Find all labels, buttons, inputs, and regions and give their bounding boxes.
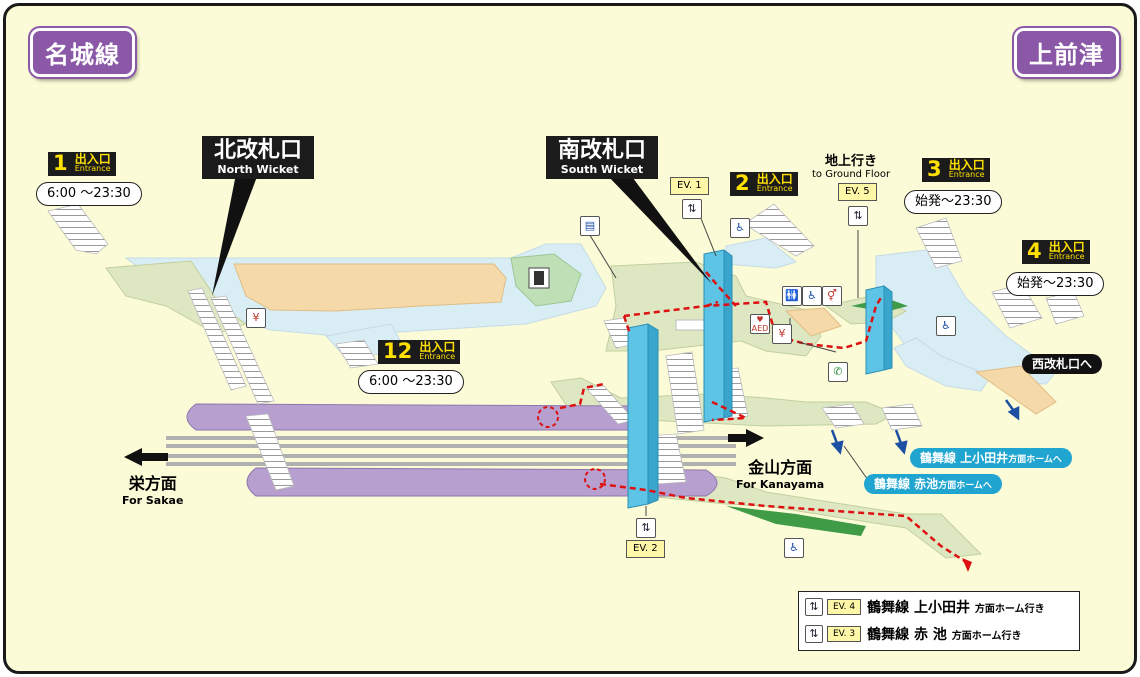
kanayama-arrow-icon [728,429,764,447]
to-ground-floor-label: 地上行き to Ground Floor [812,150,890,180]
sakae-direction-label: 栄方面 For Sakae [122,470,183,507]
elevator-5-tag: EV. 5 [838,183,877,201]
elevator-icon: ⇅ [805,625,823,643]
kamiotai-link-main: 鶴舞線 上小田井 [920,451,1009,465]
entrance-12-en: Entrance [419,352,456,361]
wicket-callout-tails [212,174,712,296]
accessible-toilet-icon: ♿ [802,286,822,306]
ticket-machine-icon: ▤ [580,216,600,236]
legend-ev3-main: 鶴舞線 赤 池 [867,627,947,643]
sakae-direction-jp: 栄方面 [128,474,177,493]
akaike-platform-link[interactable]: 鶴舞線 赤池方面ホームへ [864,474,1002,494]
north-wicket-jp: 北改札口 [213,138,302,163]
platforms [186,403,718,497]
train-direction-arrows [124,429,764,466]
entrance-1-number: 1 [53,151,68,175]
elevator-1-tag: EV. 1 [670,177,709,195]
kanayama-direction-en: For Kanayama [736,478,825,491]
ground-floor-jp: 地上行き [825,154,878,169]
sakae-arrow-icon [124,448,168,466]
legend-row-ev4: ⇅ EV. 4 鶴舞線 上小田井 方面ホーム行き [805,595,1045,619]
entrance-3-en: Entrance [948,170,985,179]
entrance-3-hours: 始発〜23:30 [904,190,1003,214]
stairways [47,203,1085,491]
station-name-badge: 上前津 [1014,28,1119,77]
elevator-legend: ⇅ EV. 4 鶴舞線 上小田井 方面ホーム行き ⇅ EV. 3 鶴舞線 赤 池… [798,591,1080,651]
entrance-4-number: 4 [1027,239,1042,263]
legend-ev4-text: 鶴舞線 上小田井 方面ホーム行き [867,597,1044,617]
aed-label: AED [751,324,769,333]
legend-ev4-small: 方面ホーム行き [974,604,1045,615]
multipurpose-toilet-icon: ⚥ [822,286,842,306]
elevator-icon: ⇅ [848,206,868,226]
legend-ev3-small: 方面ホーム行き [951,631,1022,642]
entrance-3-jp: 出入口 [948,158,985,172]
south-wicket-label: 南改札口 South Wicket [546,136,658,179]
entrance-1-en: Entrance [74,164,111,173]
north-wicket-en: North Wicket [217,163,299,176]
entrance-2-jp: 出入口 [756,172,793,186]
entrance-4-jp: 出入口 [1048,240,1085,254]
legend-row-ev3: ⇅ EV. 3 鶴舞線 赤 池 方面ホーム行き [805,622,1021,646]
phone-icon: ✆ [828,362,848,382]
kanayama-direction-label: 金山方面 For Kanayama [736,454,824,491]
west-wicket-link[interactable]: 西改札口へ [1022,354,1103,374]
kamiotai-link-small: 方面ホームへ [1008,455,1062,465]
legend-ev4-main: 鶴舞線 上小田井 [867,600,971,616]
sakae-direction-en: For Sakae [122,494,184,507]
escalator-wheelchair-icon: ♿ [784,538,804,558]
south-wicket-en: South Wicket [560,163,644,176]
entrance-2-number: 2 [735,171,750,195]
akaike-link-main: 鶴舞線 赤池 [874,477,939,491]
entrance-1-hours: 6:00 〜23:30 [36,182,142,206]
ticket-gate-areas [233,263,1057,415]
entrance-4-en: Entrance [1048,252,1085,261]
fare-adjustment-icon: ¥ [772,324,792,344]
legend-ev3-tag: EV. 3 [827,626,862,642]
entrance-12-number: 12 [383,339,413,363]
aed-icon: ♥AED [750,314,770,334]
entrance-1-jp: 出入口 [74,152,111,166]
line-name-badge: 名城線 [30,28,135,77]
elevator-icon: ⇅ [636,518,656,538]
ground-floor-en: to Ground Floor [812,169,891,180]
entrance-4-hours: 始発〜23:30 [1006,272,1105,296]
route-end-arrow-icon [962,558,972,572]
kanayama-direction-jp: 金山方面 [748,458,813,477]
elevator-2-tag: EV. 2 [626,540,665,558]
entrance-12-jp: 出入口 [419,340,456,354]
legend-ev3-text: 鶴舞線 赤 池 方面ホーム行き [867,624,1021,644]
entrance-2-en: Entrance [756,184,793,193]
south-wicket-jp: 南改札口 [557,138,646,163]
barrier-free-route [559,271,967,564]
fare-adjustment-icon: ¥ [246,308,266,328]
map-frame: 名城線 上前津 北改札口 North Wicket 南改札口 South Wic… [3,3,1137,674]
escalator-wheelchair-icon: ♿ [936,316,956,336]
north-wicket-label: 北改札口 North Wicket [202,136,314,179]
elevator-shafts [627,249,893,509]
label-pointers [587,205,869,516]
kamiotai-platform-link[interactable]: 鶴舞線 上小田井方面ホームへ [910,448,1072,468]
akaike-link-small: 方面ホームへ [938,481,992,491]
elevator-icon: ⇅ [805,598,823,616]
toilet-icon: 🚻 [782,286,802,306]
elevator-icon: ⇅ [682,199,702,219]
route-markers [537,406,606,490]
legend-ev4-tag: EV. 4 [827,599,862,615]
entrance-12-hours: 6:00 〜23:30 [358,370,464,394]
escalator-wheelchair-icon: ♿ [730,218,750,238]
station-floor-plan [47,174,1085,572]
transfer-arrows [830,399,1020,455]
station-office [510,253,582,307]
entrance-3-number: 3 [927,157,942,181]
